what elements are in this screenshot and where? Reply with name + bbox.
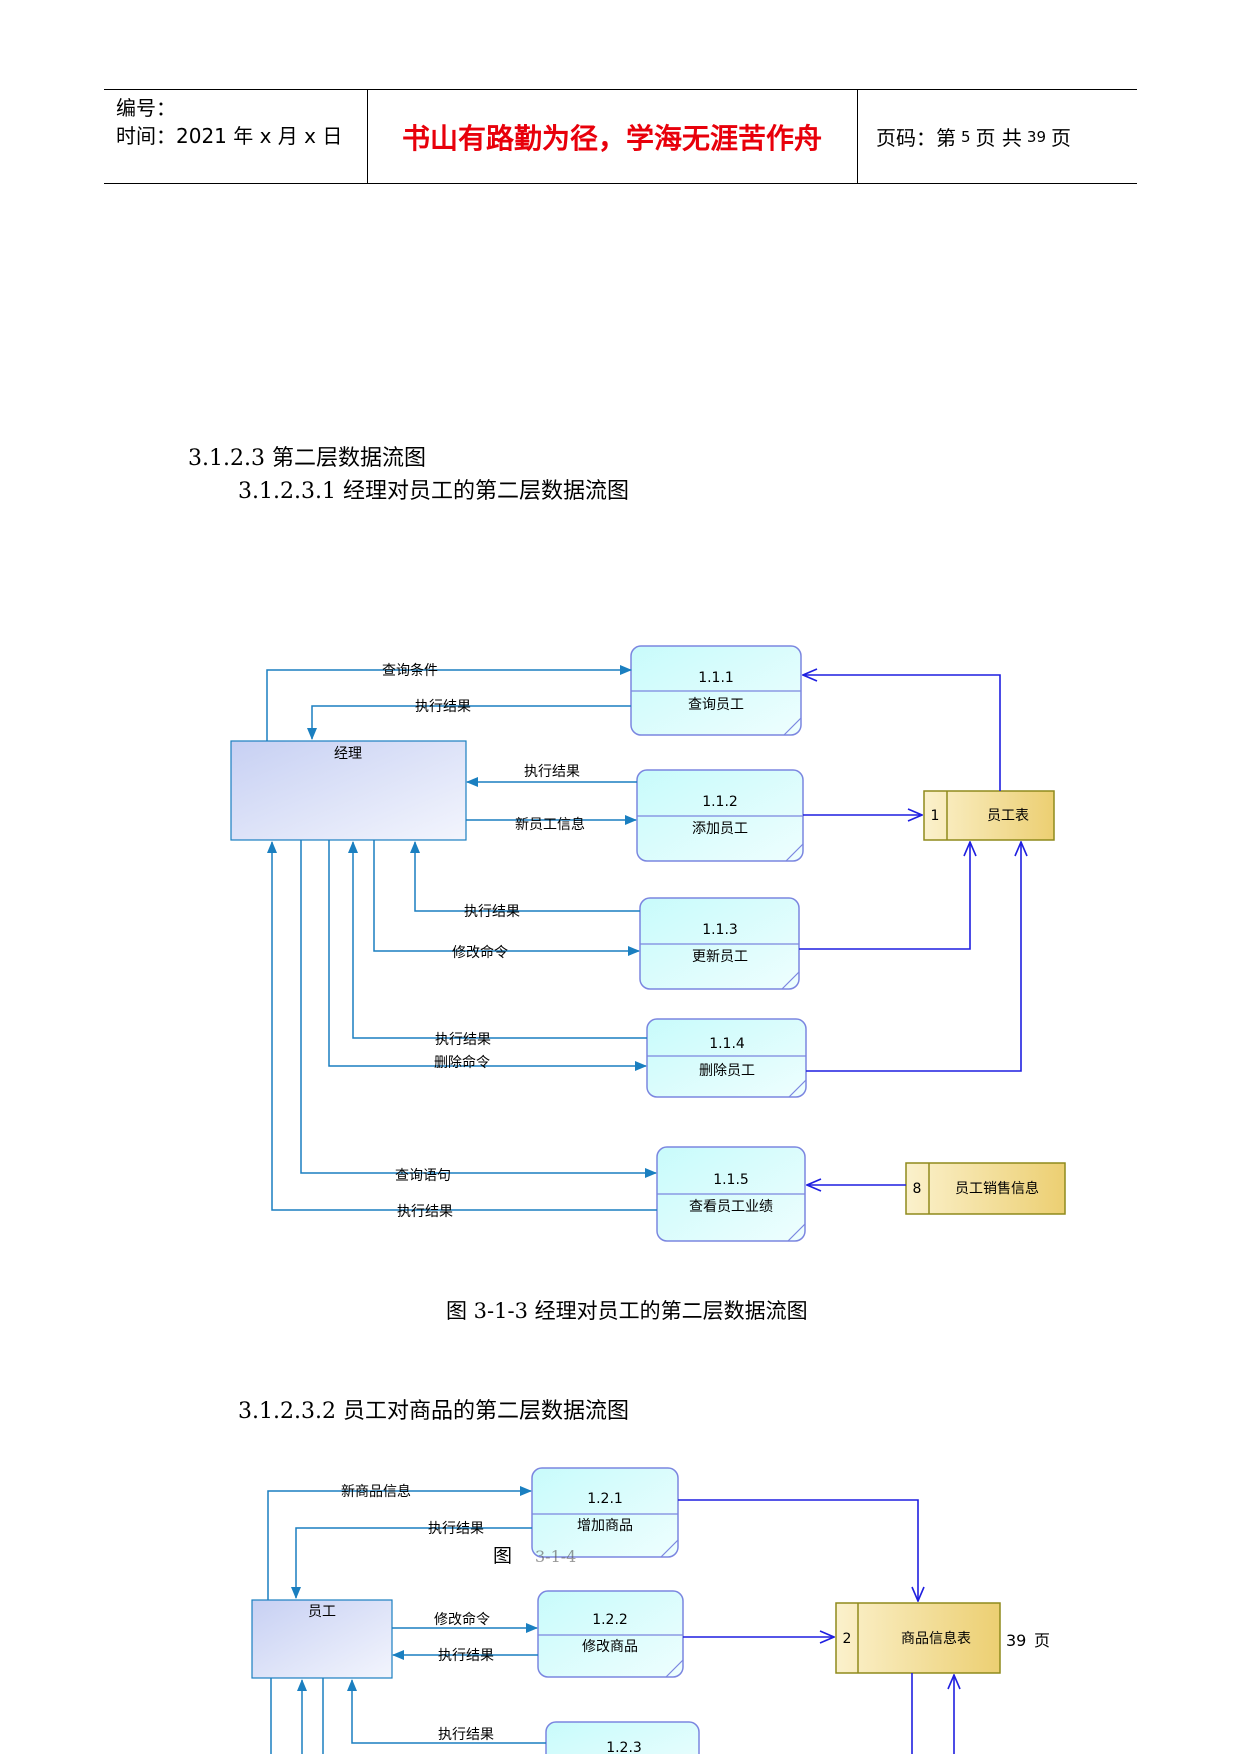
process-name: 添加员工 [692, 821, 748, 837]
process-1-1-5: 1.1.5 查看员工业绩 [656, 1146, 806, 1242]
store-name: 商品信息表 [901, 1630, 971, 1647]
header-left-cell: 编号： 时间：2021 年 x 月 x 日 [116, 94, 342, 150]
overlap-figure-label: 图 [493, 1545, 512, 1567]
entity-manager-label: 经理 [334, 746, 362, 762]
page-prefix: 页码：第 [876, 126, 956, 150]
link-delete-to-store [806, 842, 1021, 1072]
process-name: 查询员工 [688, 697, 744, 713]
store-id: 2 [843, 1631, 852, 1647]
process-name: 增加商品 [577, 1518, 633, 1534]
flow-label: 修改命令 [434, 1611, 490, 1628]
store-name: 员工销售信息 [955, 1180, 1039, 1197]
process-id: 1.1.3 [702, 922, 738, 938]
flow-add-goods-result [291, 1527, 532, 1599]
process-name: 查看员工业绩 [689, 1199, 773, 1215]
flow-update-result [410, 841, 640, 912]
section-heading-31231: 3.1.2.3.1 经理对员工的第二层数据流图 [238, 479, 629, 504]
process-id: 1.2.1 [587, 1491, 623, 1507]
store-name: 员工表 [987, 808, 1029, 824]
flow-label: 执行结果 [428, 1521, 484, 1537]
store-id: 8 [913, 1181, 922, 1197]
flow-label: 查询条件 [382, 662, 438, 679]
flow-query-stmt [300, 840, 657, 1178]
motto: 书山有路勤为径，学海无涯苦作舟 [401, 121, 822, 155]
datastore-employee-sales: 8 员工销售信息 [905, 1162, 1066, 1215]
flow-delete-result [348, 841, 647, 1039]
entity-employee-box [251, 1599, 393, 1679]
header-divider [367, 90, 368, 183]
flow-label: 新员工信息 [515, 816, 585, 833]
flow-label: 新商品信息 [341, 1483, 411, 1500]
flow-delete-cmd [328, 840, 647, 1071]
process-id: 1.2.3 [606, 1740, 642, 1754]
flow-query-condition [266, 665, 632, 741]
process-name: 删除员工 [699, 1063, 755, 1079]
page-mid: 页 共 [975, 126, 1022, 150]
header-divider [857, 90, 858, 183]
page-header: 编号： 时间：2021 年 x 月 x 日 书山有路勤为径，学海无涯苦作舟 页码… [104, 89, 1137, 184]
page-counter: 页码：第 5 页 共 39 页 [864, 90, 1071, 183]
flow-label: 执行结果 [524, 764, 580, 780]
flow-label: 执行结果 [435, 1032, 491, 1048]
flow-label: 删除命令 [434, 1054, 490, 1071]
flow-modify-cmd [373, 840, 640, 956]
process-id: 1.1.4 [709, 1036, 745, 1052]
process-id: 1.1.2 [702, 794, 738, 810]
page-total: 39 [1026, 127, 1046, 146]
link-update-to-store [799, 842, 970, 950]
process-name: 修改商品 [582, 1639, 638, 1655]
flow-label: 执行结果 [415, 699, 471, 715]
flow-perf-result [267, 841, 657, 1211]
flow-label: 查询语句 [395, 1168, 451, 1184]
datastore-employee-table: 1 员工表 [923, 790, 1055, 841]
datastore-goods-table: 2 商品信息表 [835, 1602, 1001, 1674]
flow-label: 执行结果 [438, 1727, 494, 1743]
process-1-2-2: 1.2.2 修改商品 [537, 1590, 684, 1678]
link-add-goods-to-store [678, 1499, 918, 1601]
number-label: 编号： [116, 96, 176, 120]
flow-label: 执行结果 [397, 1204, 453, 1220]
figure-caption-3-1-3: 图 3-1-3 经理对员工的第二层数据流图 [446, 1299, 808, 1323]
process-1-1-1: 1.1.1 查询员工 [630, 645, 802, 736]
section-heading-31232: 3.1.2.3.2 员工对商品的第二层数据流图 [238, 1399, 629, 1424]
process-1-1-2: 1.1.2 添加员工 [636, 769, 804, 862]
process-id: 1.1.1 [698, 670, 734, 686]
page-suffix: 页 [1051, 126, 1071, 150]
time-label: 时间：2021 年 x 月 x 日 [116, 124, 343, 148]
process-1-2-3: 1.2.3 [545, 1721, 700, 1754]
process-id: 1.2.2 [592, 1612, 628, 1628]
page-current: 5 [961, 127, 971, 146]
store-id: 1 [931, 808, 940, 824]
section-heading-3123: 3.1.2.3 第二层数据流图 [188, 446, 426, 471]
flow-result-1-2-3 [347, 1679, 546, 1744]
overlap-page-total: 39 [1006, 1631, 1026, 1650]
process-name: 更新员工 [692, 949, 748, 965]
overlap-figure-number: 3-1-4 [535, 1547, 576, 1566]
entity-employee-label: 员工 [308, 1604, 336, 1620]
flow-query-result [307, 705, 631, 740]
link-store-to-query [803, 675, 1001, 791]
overlap-page-suffix: 页 [1034, 1631, 1050, 1650]
flow-new-goods [267, 1486, 532, 1600]
flow-label: 修改命令 [452, 944, 508, 961]
process-1-1-4: 1.1.4 删除员工 [646, 1018, 807, 1098]
flow-label: 执行结果 [464, 904, 520, 920]
process-id: 1.1.5 [713, 1172, 749, 1188]
process-1-1-3: 1.1.3 更新员工 [639, 897, 800, 990]
entity-manager-box [230, 740, 467, 841]
process-1-2-1: 1.2.1 增加商品 [531, 1467, 679, 1558]
flow-label: 执行结果 [438, 1648, 494, 1664]
